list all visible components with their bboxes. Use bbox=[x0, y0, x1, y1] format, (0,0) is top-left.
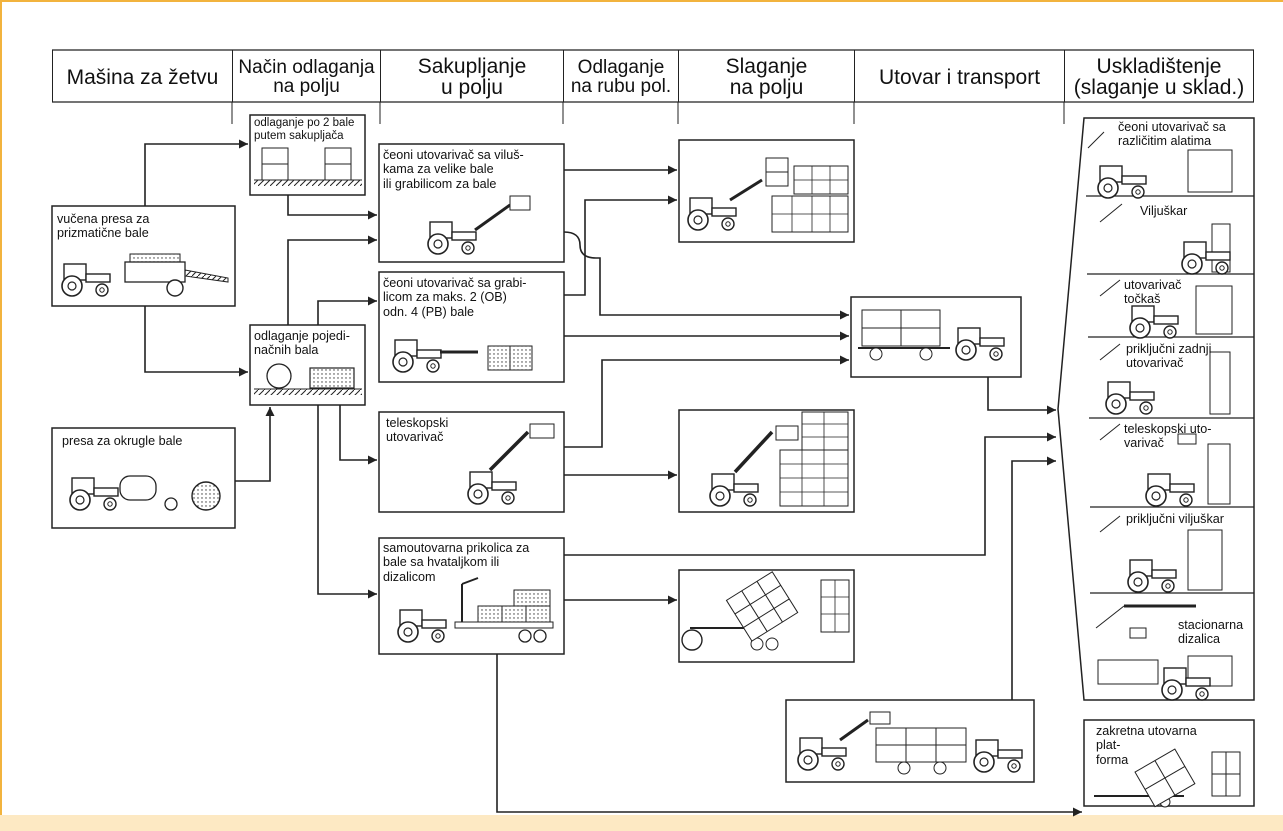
storage-item-crane: stacionarna dizalica bbox=[1178, 618, 1244, 647]
two-bales-label: odlaganje po 2 bale putem sakupljača bbox=[254, 117, 355, 142]
trailer-label: samoutovarna prikolica za bale sa hvatal… bbox=[383, 541, 530, 584]
telescopic-label: teleskopski utovarivač bbox=[386, 416, 449, 445]
stack-tele-illustration bbox=[709, 411, 849, 507]
header-storage: Uskladištenje (slaganje u sklad.) bbox=[1064, 50, 1254, 102]
single-bales-illustration bbox=[254, 363, 362, 395]
header-transport-label: Utovar i transport bbox=[878, 65, 1041, 89]
header-stacking-label: Slaganje na polju bbox=[725, 55, 808, 99]
stack-top-illustration bbox=[687, 157, 849, 233]
header-harvest-label: Mašina za žetvu bbox=[66, 65, 219, 89]
bottom-transport-illustration bbox=[797, 711, 1023, 775]
platform-label: zakretna utovarna plat- forma bbox=[1096, 724, 1197, 767]
header-edge: Odlaganje na rubu pol. bbox=[563, 50, 678, 102]
storage-item-mounted-forklift: priključni viljuškar bbox=[1126, 512, 1224, 526]
header-storage-label: Uskladištenje (slaganje u sklad.) bbox=[1073, 55, 1245, 99]
storage-item-telescopic: teleskopski uto- varivač bbox=[1124, 422, 1212, 451]
platform-illustration bbox=[1094, 748, 1241, 808]
header-collection: Sakupljanje u polju bbox=[380, 50, 563, 102]
grab-loader-label: čeoni utovarivač sa grabi- licom za maks… bbox=[383, 276, 527, 319]
single-bales-label: odlaganje pojedi- načnih bala bbox=[254, 329, 350, 358]
edge-unload-illustration bbox=[681, 571, 850, 651]
header-harvest: Mašina za žetvu bbox=[52, 50, 232, 102]
page-frame-bottom bbox=[0, 815, 1283, 831]
header-placement-label: Način odlaganja na polju bbox=[238, 57, 375, 97]
storage-item-rear-loader: priključni zadnji utovarivač bbox=[1126, 342, 1212, 371]
header-collection-label: Sakupljanje u polju bbox=[417, 55, 527, 99]
header-stacking: Slaganje na polju bbox=[678, 50, 854, 102]
telescopic-illustration bbox=[467, 423, 555, 505]
header-placement: Način odlaganja na polju bbox=[232, 50, 380, 102]
grab-loader-illustration bbox=[392, 339, 533, 373]
header-transport: Utovar i transport bbox=[854, 50, 1064, 102]
square-baler-label: vučena presa za prizmatične bale bbox=[57, 212, 150, 241]
header-edge-label: Odlaganje na rubu pol. bbox=[570, 57, 672, 97]
trailer-illustration bbox=[397, 577, 554, 643]
storage-illustrations bbox=[1087, 131, 1233, 701]
storage-item-front-loader: čeoni utovarivač sa različitim alatima bbox=[1118, 120, 1226, 149]
fork-loader-label: čeoni utovarivač sa viluš- kama za velik… bbox=[383, 148, 524, 191]
fork-loader-illustration bbox=[427, 195, 531, 255]
round-baler-illustration bbox=[69, 475, 221, 511]
two-bales-illustration bbox=[254, 147, 362, 186]
square-baler-illustration bbox=[61, 253, 229, 297]
transport-illustration bbox=[858, 309, 1005, 361]
storage-item-wheel-loader: utovarivač točkaš bbox=[1124, 278, 1182, 307]
storage-item-forklift: Viljuškar bbox=[1140, 204, 1188, 218]
round-baler-label: presa za okrugle bale bbox=[62, 434, 183, 448]
